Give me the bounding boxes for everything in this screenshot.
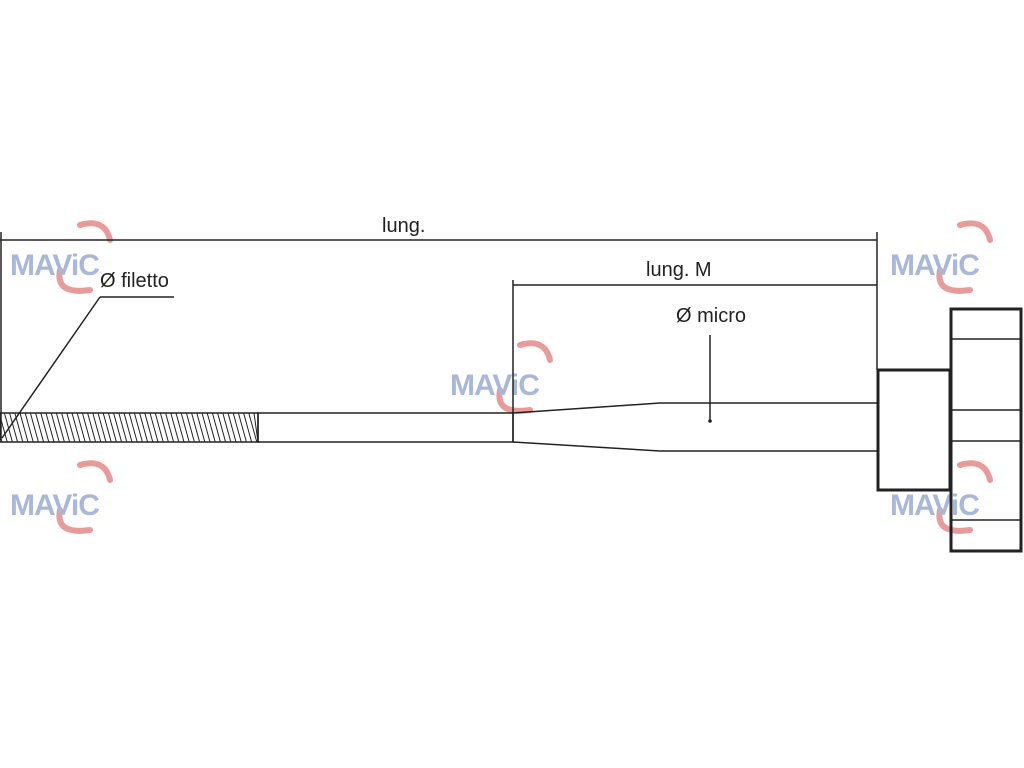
mavic-watermark: MAViC: [890, 460, 993, 534]
thread-leader-line: [1, 296, 101, 439]
thread-diameter-label: Ø filetto: [100, 270, 169, 292]
dimension-lines: [0, 232, 878, 442]
mavic-watermark: MAViC: [450, 340, 553, 414]
thread-hatching: [0, 412, 259, 443]
micro-diameter-label: Ø micro: [676, 305, 746, 327]
svg-text:MAViC: MAViC: [450, 369, 539, 402]
m-length-label: lung. M: [646, 259, 712, 281]
tapered-section: [512, 402, 877, 452]
shank-section: [257, 412, 514, 443]
total-length-label: lung.: [382, 215, 425, 237]
svg-text:MAViC: MAViC: [890, 249, 979, 282]
nipple-head: [876, 368, 952, 492]
spoke: [0, 402, 877, 452]
mavic-watermark: MAViC: [10, 460, 113, 534]
nipple-cap: [949, 307, 1023, 553]
svg-text:MAViC: MAViC: [890, 489, 979, 522]
watermarks: MAViC MAViC MAViC MAViC MAViC: [10, 220, 993, 534]
svg-text:MAViC: MAViC: [10, 249, 99, 282]
mavic-watermark: MAViC: [10, 220, 113, 294]
svg-text:MAViC: MAViC: [10, 489, 99, 522]
micro-leader-dot: [708, 419, 712, 423]
mavic-watermark: MAViC: [890, 220, 993, 294]
nipple: [876, 307, 1023, 553]
